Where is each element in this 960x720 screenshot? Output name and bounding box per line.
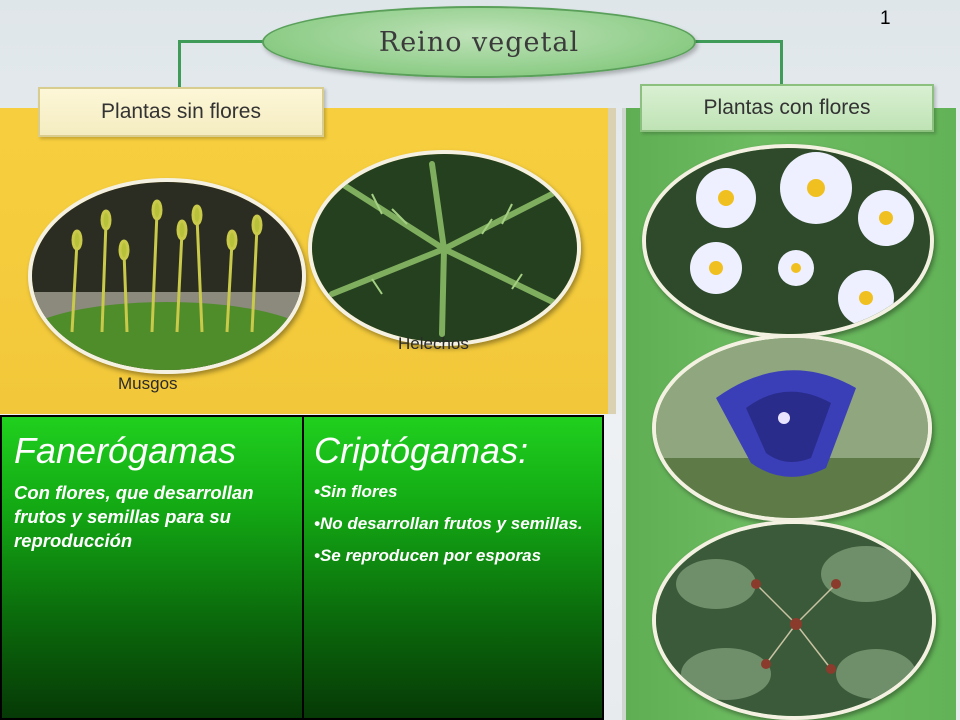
classification-table: Fanerógamas Con flores, que desarrollan …: [0, 415, 604, 720]
cryptogams-heading: Criptógamas:: [314, 430, 529, 471]
title-oval: Reino vegetal: [262, 6, 696, 78]
list-item: •No desarrollan frutos y semillas.: [314, 514, 583, 533]
list-item: •Se reproducen por esporas: [314, 546, 542, 565]
phanerogams-heading: Fanerógamas: [14, 430, 237, 471]
plants-with-flowers-tab: Plantas con flores: [640, 84, 934, 132]
cryptogams-list: •Sin flores •No desarrollan frutos y sem…: [314, 481, 598, 567]
moss-caption: Musgos: [118, 374, 178, 393]
moss-photo: [28, 178, 306, 374]
fern-photo: [308, 150, 581, 346]
phanerogams-column: Fanerógamas Con flores, que desarrollan …: [14, 431, 294, 553]
connector-right-horizontal: [688, 40, 783, 43]
fern-caption: Helechos: [398, 334, 469, 353]
plants-with-flowers-label: Plantas con flores: [703, 96, 871, 119]
gentian-photo: [652, 334, 932, 522]
slide-title: Reino vegetal: [378, 26, 580, 58]
connector-left-vertical: [178, 40, 181, 90]
cryptogams-column: Criptógamas: •Sin flores •No desarrollan…: [314, 431, 598, 577]
plants-without-flowers-label: Plantas sin flores: [101, 100, 261, 123]
phanerogams-description: Con flores, que desarrollan frutos y sem…: [14, 482, 254, 551]
plants-without-flowers-tab: Plantas sin flores: [38, 87, 324, 137]
page-number: 1: [880, 8, 891, 29]
connector-left-horizontal: [178, 40, 268, 43]
daisy-photo: [642, 144, 934, 338]
ivy-photo: [652, 520, 936, 720]
list-item: •Sin flores: [314, 482, 398, 501]
table-divider: [302, 417, 304, 718]
connector-right-vertical: [780, 40, 783, 86]
